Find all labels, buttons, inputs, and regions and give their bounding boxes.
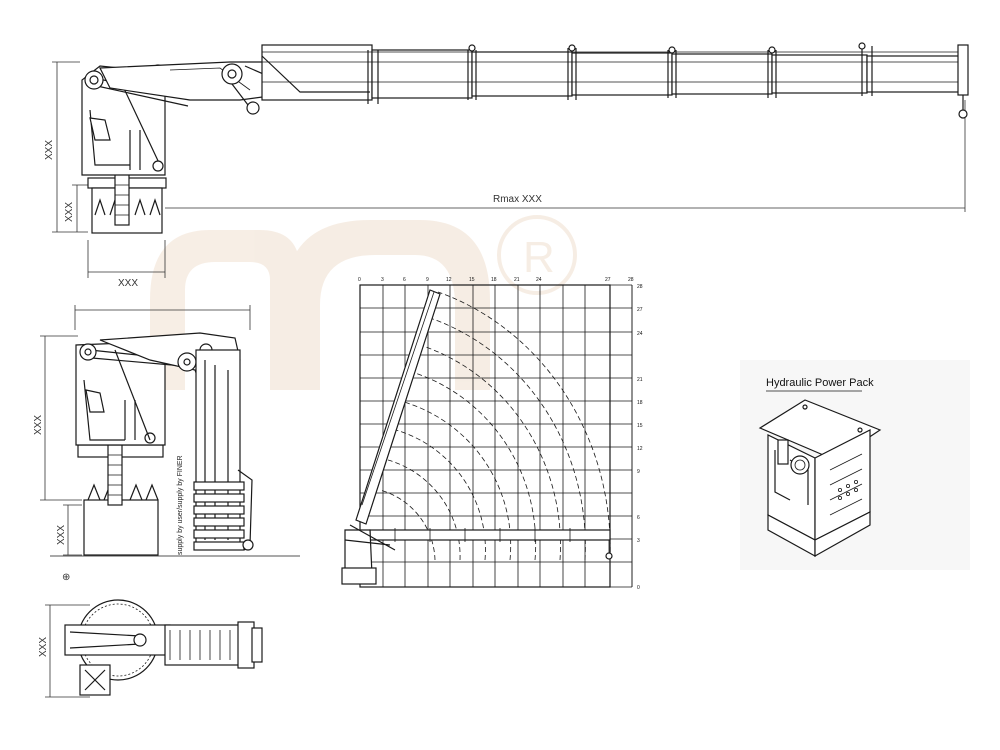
load-chart-y-ticks: 28 27 24 21 18 15 12 9 6 3 0 [637, 284, 643, 591]
dim-height-upper: XXX [44, 140, 55, 160]
x-tick: 27 [605, 277, 611, 283]
y-tick: 6 [637, 515, 640, 521]
y-tick: 18 [637, 400, 643, 406]
x-tick: 0 [358, 277, 361, 283]
x-tick: 12 [446, 277, 452, 283]
y-tick: 21 [637, 377, 643, 383]
x-tick: 6 [403, 277, 406, 283]
x-tick: 15 [469, 277, 475, 283]
dim-rmax: Rmax XXX [493, 194, 542, 205]
y-tick: 0 [637, 585, 640, 591]
crane-side-view-folded [40, 305, 300, 557]
x-tick: 18 [491, 277, 497, 283]
dim-base-width: XXX [118, 278, 138, 289]
y-tick: 24 [637, 331, 643, 337]
x-tick: 21 [514, 277, 520, 283]
power-pack-title: Hydraulic Power Pack [766, 377, 874, 389]
power-pack-illustration [758, 399, 882, 558]
x-tick: 3 [381, 277, 384, 283]
supply-note: supply by user/supply by FINER [177, 455, 184, 555]
y-tick: 15 [637, 423, 643, 429]
load-chart-x-ticks: 0 3 6 9 12 15 18 21 24 27 28 [358, 277, 634, 283]
y-tick: 27 [637, 307, 643, 313]
dim-side-lower: XXX [56, 525, 67, 545]
crane-side-view-extended [52, 42, 969, 278]
x-tick: 9 [426, 277, 429, 283]
svg-text:⊕: ⊕ [62, 572, 70, 583]
y-tick: 3 [637, 538, 640, 544]
crane-top-view: ⊕ [45, 572, 263, 698]
x-tick: 24 [536, 277, 542, 283]
y-tick: 12 [637, 446, 643, 452]
x-tick: 28 [628, 277, 634, 283]
y-tick: 28 [637, 284, 643, 290]
dim-side-height: XXX [33, 415, 44, 435]
y-tick: 9 [637, 469, 640, 475]
watermark-logo: R [150, 215, 577, 390]
dim-top-width: XXX [38, 637, 49, 657]
dim-height-lower: XXX [64, 202, 75, 222]
load-chart-grid [341, 284, 633, 588]
svg-text:R: R [523, 233, 555, 282]
